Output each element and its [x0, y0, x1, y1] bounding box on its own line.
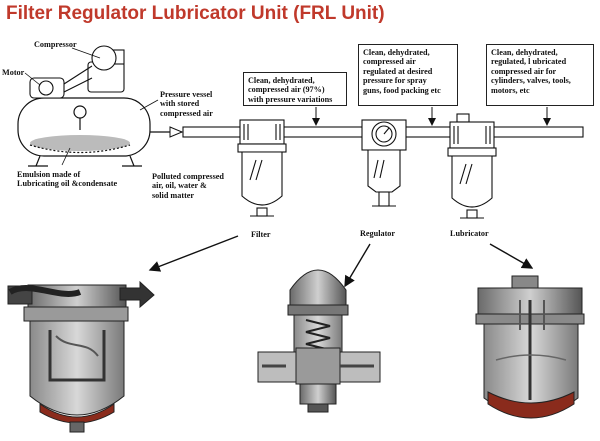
filter-unit — [237, 119, 287, 217]
lubricator-unit — [447, 113, 497, 219]
after-filter-note: Clean, dehydrated, compressed air (97%) … — [243, 72, 347, 106]
page-title: Filter Regulator Lubricator Unit (FRL Un… — [6, 3, 385, 24]
emulsion-label: Emulsion made of Lubricating oil &conden… — [17, 170, 118, 189]
lubricator-cutaway — [475, 275, 585, 419]
regulator-cutaway — [257, 269, 381, 413]
regulator-label: Regulator — [360, 229, 396, 238]
after-regulator-note: Clean, dehydrated, compressed air regula… — [358, 44, 458, 106]
pressure-vessel-label: Pressure vessel with stored compressed a… — [160, 90, 213, 118]
lubricator-label: Lubricator — [450, 229, 489, 238]
compressor-unit — [29, 45, 125, 99]
filter-label: Filter — [251, 230, 271, 239]
filter-cutaway — [7, 280, 155, 433]
after-lubricator-note: Clean, dehydrated, regulated, l ubricate… — [486, 44, 594, 106]
compressor-label: Compressor — [34, 40, 77, 49]
compressor-tank — [17, 97, 151, 167]
polluted-label: Polluted compressed air, oil, water & so… — [152, 172, 224, 200]
motor-label: Motor — [2, 68, 25, 77]
regulator-unit — [361, 119, 407, 207]
